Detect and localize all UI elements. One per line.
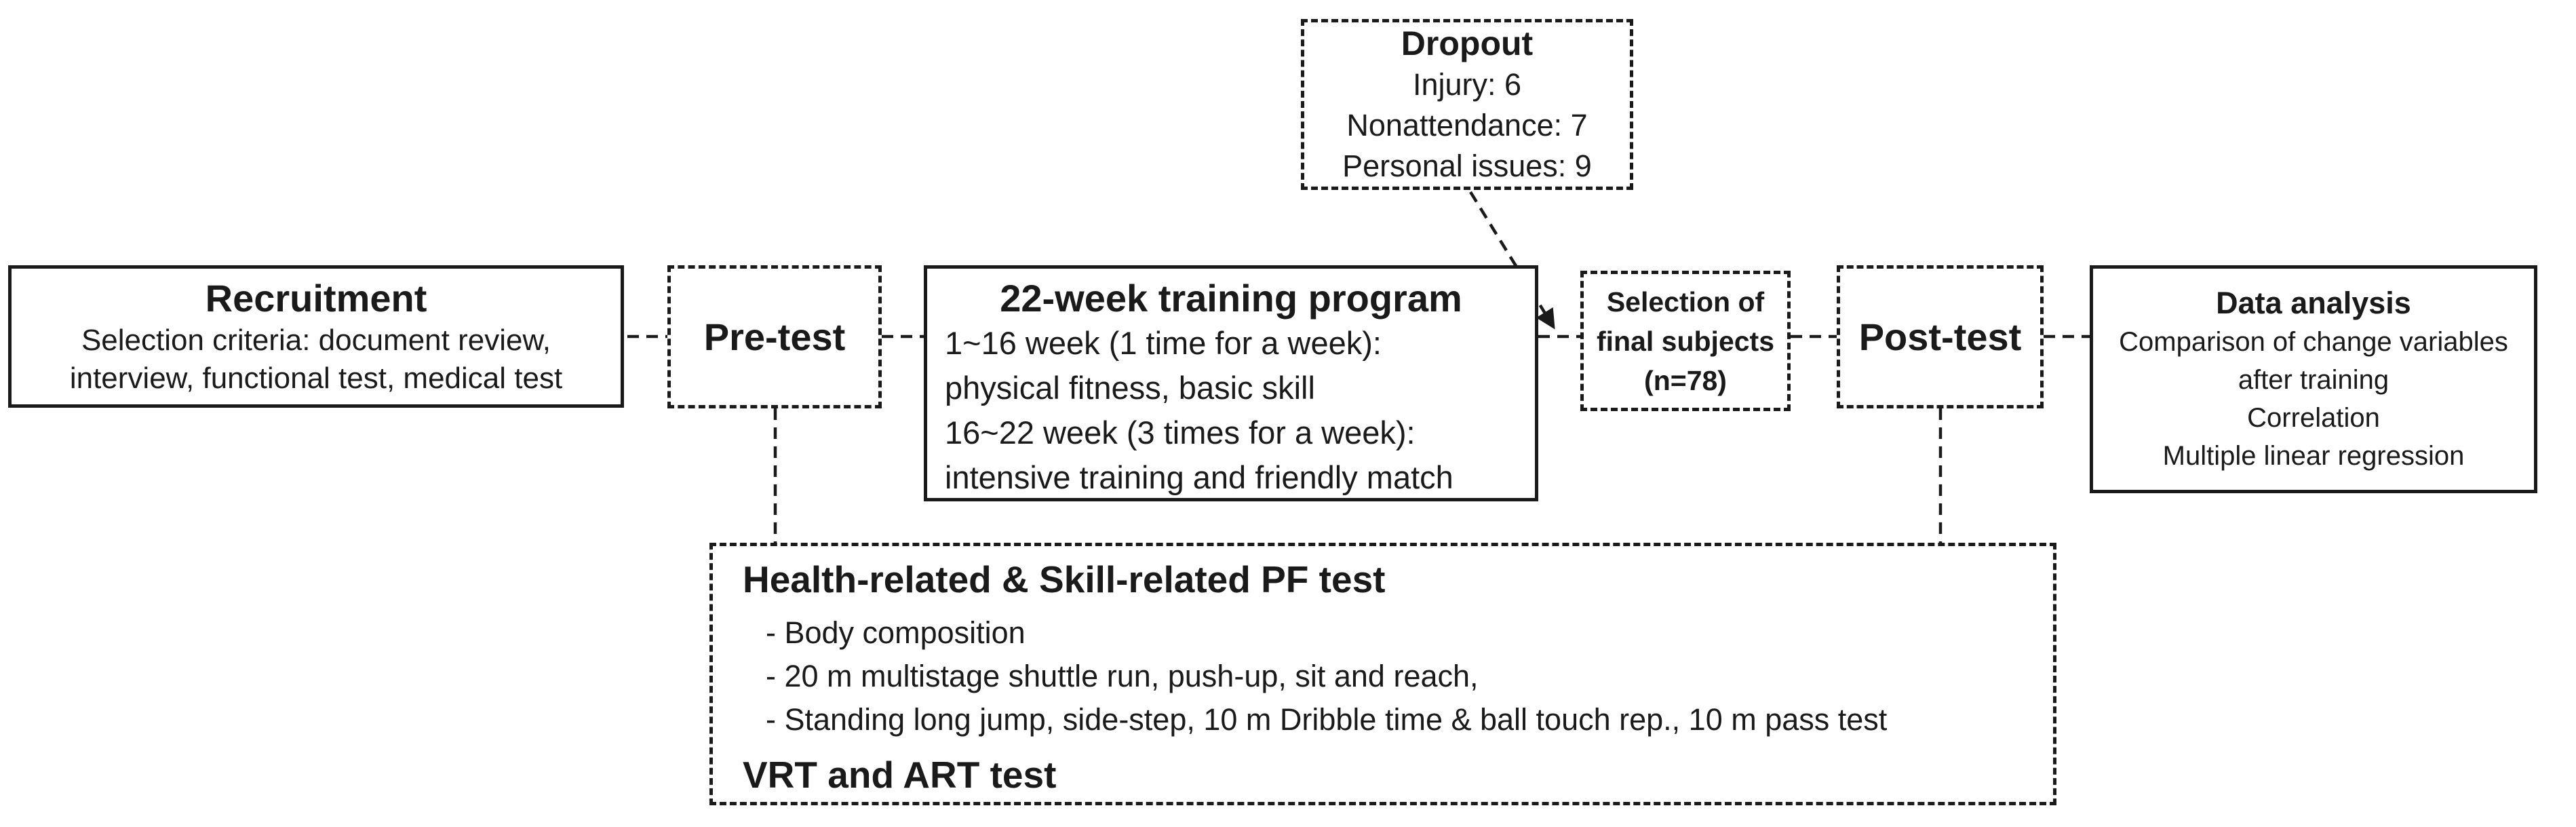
training-program-box: 22-week training program 1~16 week (1 ti…: [924, 265, 1538, 501]
dropout-box: Dropout Injury: 6 Nonattendance: 7 Perso…: [1301, 19, 1633, 190]
training-program-line: intensive training and friendly match: [945, 459, 1453, 496]
data-analysis-line: Multiple linear regression: [2162, 441, 2465, 472]
pf-test-box: Health-related & Skill-related PF test -…: [709, 543, 2056, 805]
data-analysis-line: Comparison of change variables: [2119, 327, 2508, 358]
recruitment-box: Recruitment Selection criteria: document…: [8, 265, 624, 408]
recruitment-line: Selection criteria: document review,: [81, 323, 551, 357]
selection-line: final subjects: [1596, 325, 1774, 357]
pf-test-bullet: - Standing long jump, side-step, 10 m Dr…: [766, 702, 1888, 737]
training-program-line: 1~16 week (1 time for a week):: [945, 325, 1382, 362]
pretest-box: Pre-test: [667, 265, 882, 408]
recruitment-line: interview, functional test, medical test: [69, 361, 563, 395]
data-analysis-line: Correlation: [2247, 403, 2380, 434]
selection-box: Selection of final subjects (n=78): [1580, 271, 1791, 411]
pretest-title: Pre-test: [703, 315, 846, 358]
data-analysis-title: Data analysis: [2216, 285, 2411, 320]
pf-test-bullet: - Body composition: [766, 615, 1026, 650]
dropout-line: Personal issues: 9: [1342, 149, 1592, 184]
dropout-title: Dropout: [1401, 24, 1534, 62]
dropout-line: Injury: 6: [1412, 67, 1522, 102]
posttest-box: Post-test: [1837, 265, 2044, 408]
selection-line: Selection of: [1606, 286, 1765, 318]
training-program-line: physical fitness, basic skill: [945, 370, 1315, 406]
pf-test-bullet: - 20 m multistage shuttle run, push-up, …: [766, 659, 1479, 693]
training-program-line: 16~22 week (3 times for a week):: [945, 415, 1416, 451]
recruitment-title: Recruitment: [205, 277, 427, 320]
selection-line: (n=78): [1644, 364, 1727, 396]
vrt-art-test-title: VRT and ART test: [743, 754, 1057, 796]
data-analysis-line: after training: [2238, 365, 2389, 396]
dropout-line: Nonattendance: 7: [1346, 108, 1588, 143]
data-analysis-box: Data analysis Comparison of change varia…: [2090, 265, 2537, 493]
pf-test-title: Health-related & Skill-related PF test: [743, 558, 1386, 600]
posttest-title: Post-test: [1858, 315, 2022, 358]
training-program-title: 22-week training program: [1000, 277, 1462, 320]
